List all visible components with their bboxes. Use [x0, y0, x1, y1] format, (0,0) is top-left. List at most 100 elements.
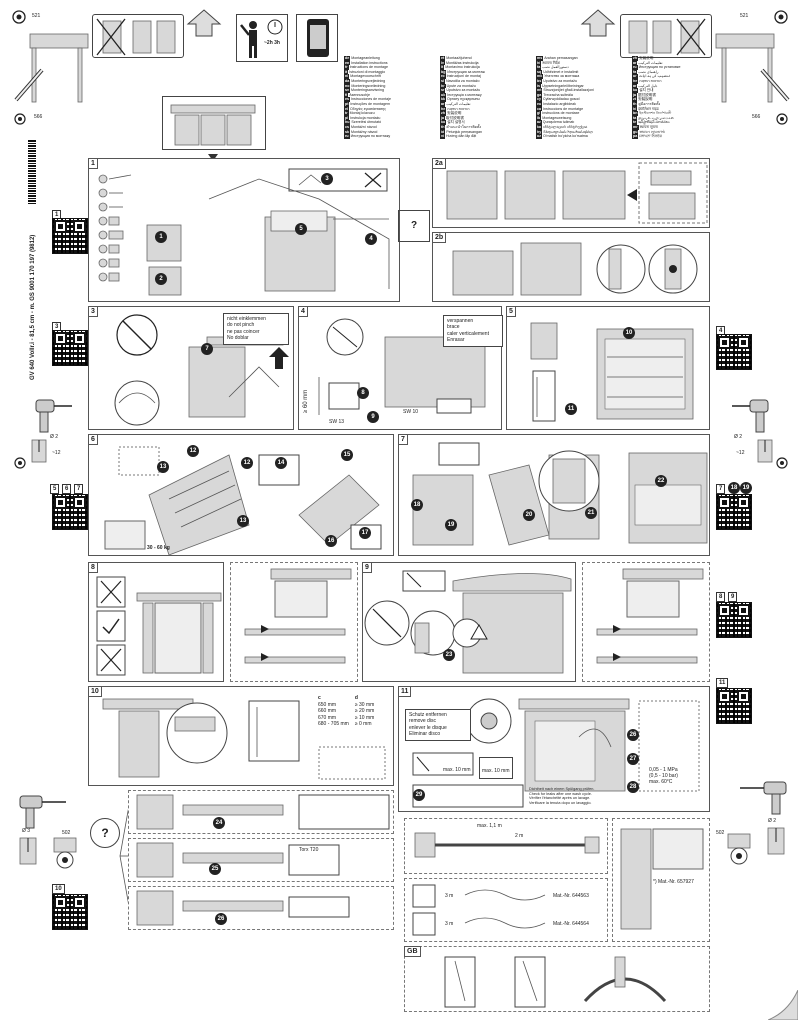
language-code: hi [536, 60, 542, 66]
step-number: 8 [88, 562, 98, 573]
question-mark-2: ? [101, 826, 109, 840]
language-title: Uputstvo za montažu [543, 78, 577, 83]
hinge-drill-right [730, 776, 790, 826]
language-title: Cyfarwyddiadau gosod [543, 97, 580, 102]
callout-14: 14 [275, 457, 287, 469]
cell-d: ≥ 10 mm [354, 714, 375, 721]
leak-line-4: Verificare la tenuta dopo un lavaggio. [529, 800, 592, 805]
language-code: fi [344, 92, 349, 98]
max-10mm-box: max. 10 mm [479, 757, 513, 779]
step-number: 9 [362, 562, 372, 573]
accessory-2-mat: Mat.-Nr. 644564 [553, 921, 589, 927]
language-code: lv [440, 60, 445, 66]
hose-extension-panel: max. 1,1 m 2 m [404, 818, 608, 874]
language-code: ta [632, 115, 638, 121]
language-code: cs [344, 124, 350, 130]
arrow-down-icon [208, 148, 218, 161]
alternative-question-box: ? [398, 210, 430, 242]
remove-line-1: Schutz entfernen [409, 712, 447, 718]
table-row: 650 mm≥ 30 mm [315, 702, 377, 709]
step-5-panel: 5 10 11 [506, 306, 710, 430]
callout-12b: 12 [241, 457, 253, 469]
callout-19: 19 [740, 482, 752, 494]
cell-c: 680 - 705 mm [318, 721, 349, 727]
step-number: 5 [506, 306, 516, 317]
cell-d: ≥ 0 mm [354, 721, 372, 727]
left-drill-length: ~12 [52, 450, 61, 456]
language-title: ਸਥਾਪਨਾ ਨਿਰਦੇਸ਼ [639, 134, 662, 139]
left-hinge-clamp [50, 834, 80, 874]
callout-15: 15 [341, 449, 353, 461]
language-title: Udhëzimet e instalimit [543, 69, 579, 74]
language-code: uz [536, 134, 542, 139]
qr-code-step-10[interactable] [52, 894, 88, 930]
language-title: Treoracha suiteála [543, 92, 573, 97]
qr-label-9: 9 [728, 592, 738, 602]
step-number: 2a [432, 158, 446, 169]
language-title: 安装说明 [639, 56, 654, 60]
qr-code-step-5-7[interactable] [52, 494, 88, 530]
language-title: הוראות התקנה [447, 106, 470, 111]
language-code: zh [440, 111, 446, 116]
language-title: Petunjuk pemasangan [446, 129, 482, 134]
language-title: 설치 안내 [639, 88, 654, 93]
remove-line-4: Eliminar disco [409, 731, 441, 738]
accessory-1-mat: Mat.-Nr. 644563 [553, 893, 589, 899]
leak-line-2: Check for leaks after one wash cycle. [529, 791, 592, 796]
qr-code-step-7[interactable] [716, 494, 752, 530]
qr-label-10: 10 [52, 884, 65, 894]
language-title: स्थापना सूचना [639, 124, 658, 129]
language-code: th [440, 124, 446, 130]
language-code: lb [536, 115, 542, 121]
language-title: 安装说明 [447, 111, 462, 116]
time-label: ~2h 3h [264, 40, 280, 46]
qr-code-step-11[interactable] [716, 688, 752, 724]
language-title: Montagevoorschrift [350, 74, 381, 79]
language-title: Орнату нұсқаулығы [447, 97, 480, 102]
callout-10: 10 [623, 327, 635, 339]
language-title: הוראות התקנה [639, 78, 662, 83]
language-title: دستورالعمل نصب [542, 65, 569, 70]
language-title: Տեղադրման հրահանգներ [543, 129, 593, 134]
remove-line-3: enlever le disque [409, 724, 447, 731]
language-title: Instruccions de muntatge [543, 106, 584, 111]
step-number: 1 [88, 158, 98, 169]
language-code: ga [536, 92, 543, 98]
qr-code-step-1[interactable] [52, 218, 88, 254]
qr-code-step-8-9[interactable] [716, 602, 752, 638]
callout-9: 9 [367, 411, 379, 423]
qr-code-step-4[interactable] [716, 334, 752, 370]
qr-label-11: 11 [716, 678, 729, 688]
language-title: इंस्टॉलेशन गाइड [638, 106, 659, 111]
qr-code-step-3[interactable] [52, 330, 88, 366]
left-drill-diameter: Ø 2 [50, 434, 59, 440]
language-title: Instructions de montage [349, 65, 388, 70]
brace-line-4: Enrasar [447, 337, 465, 344]
callout-21: 21 [585, 507, 597, 519]
language-code: tr [344, 111, 349, 116]
alternatives-question: ? [90, 818, 120, 848]
torx-label: Torx T20 [299, 847, 319, 853]
brace-line-1: verspannen [447, 318, 474, 324]
accessory-1-length: 3 m [445, 893, 454, 899]
